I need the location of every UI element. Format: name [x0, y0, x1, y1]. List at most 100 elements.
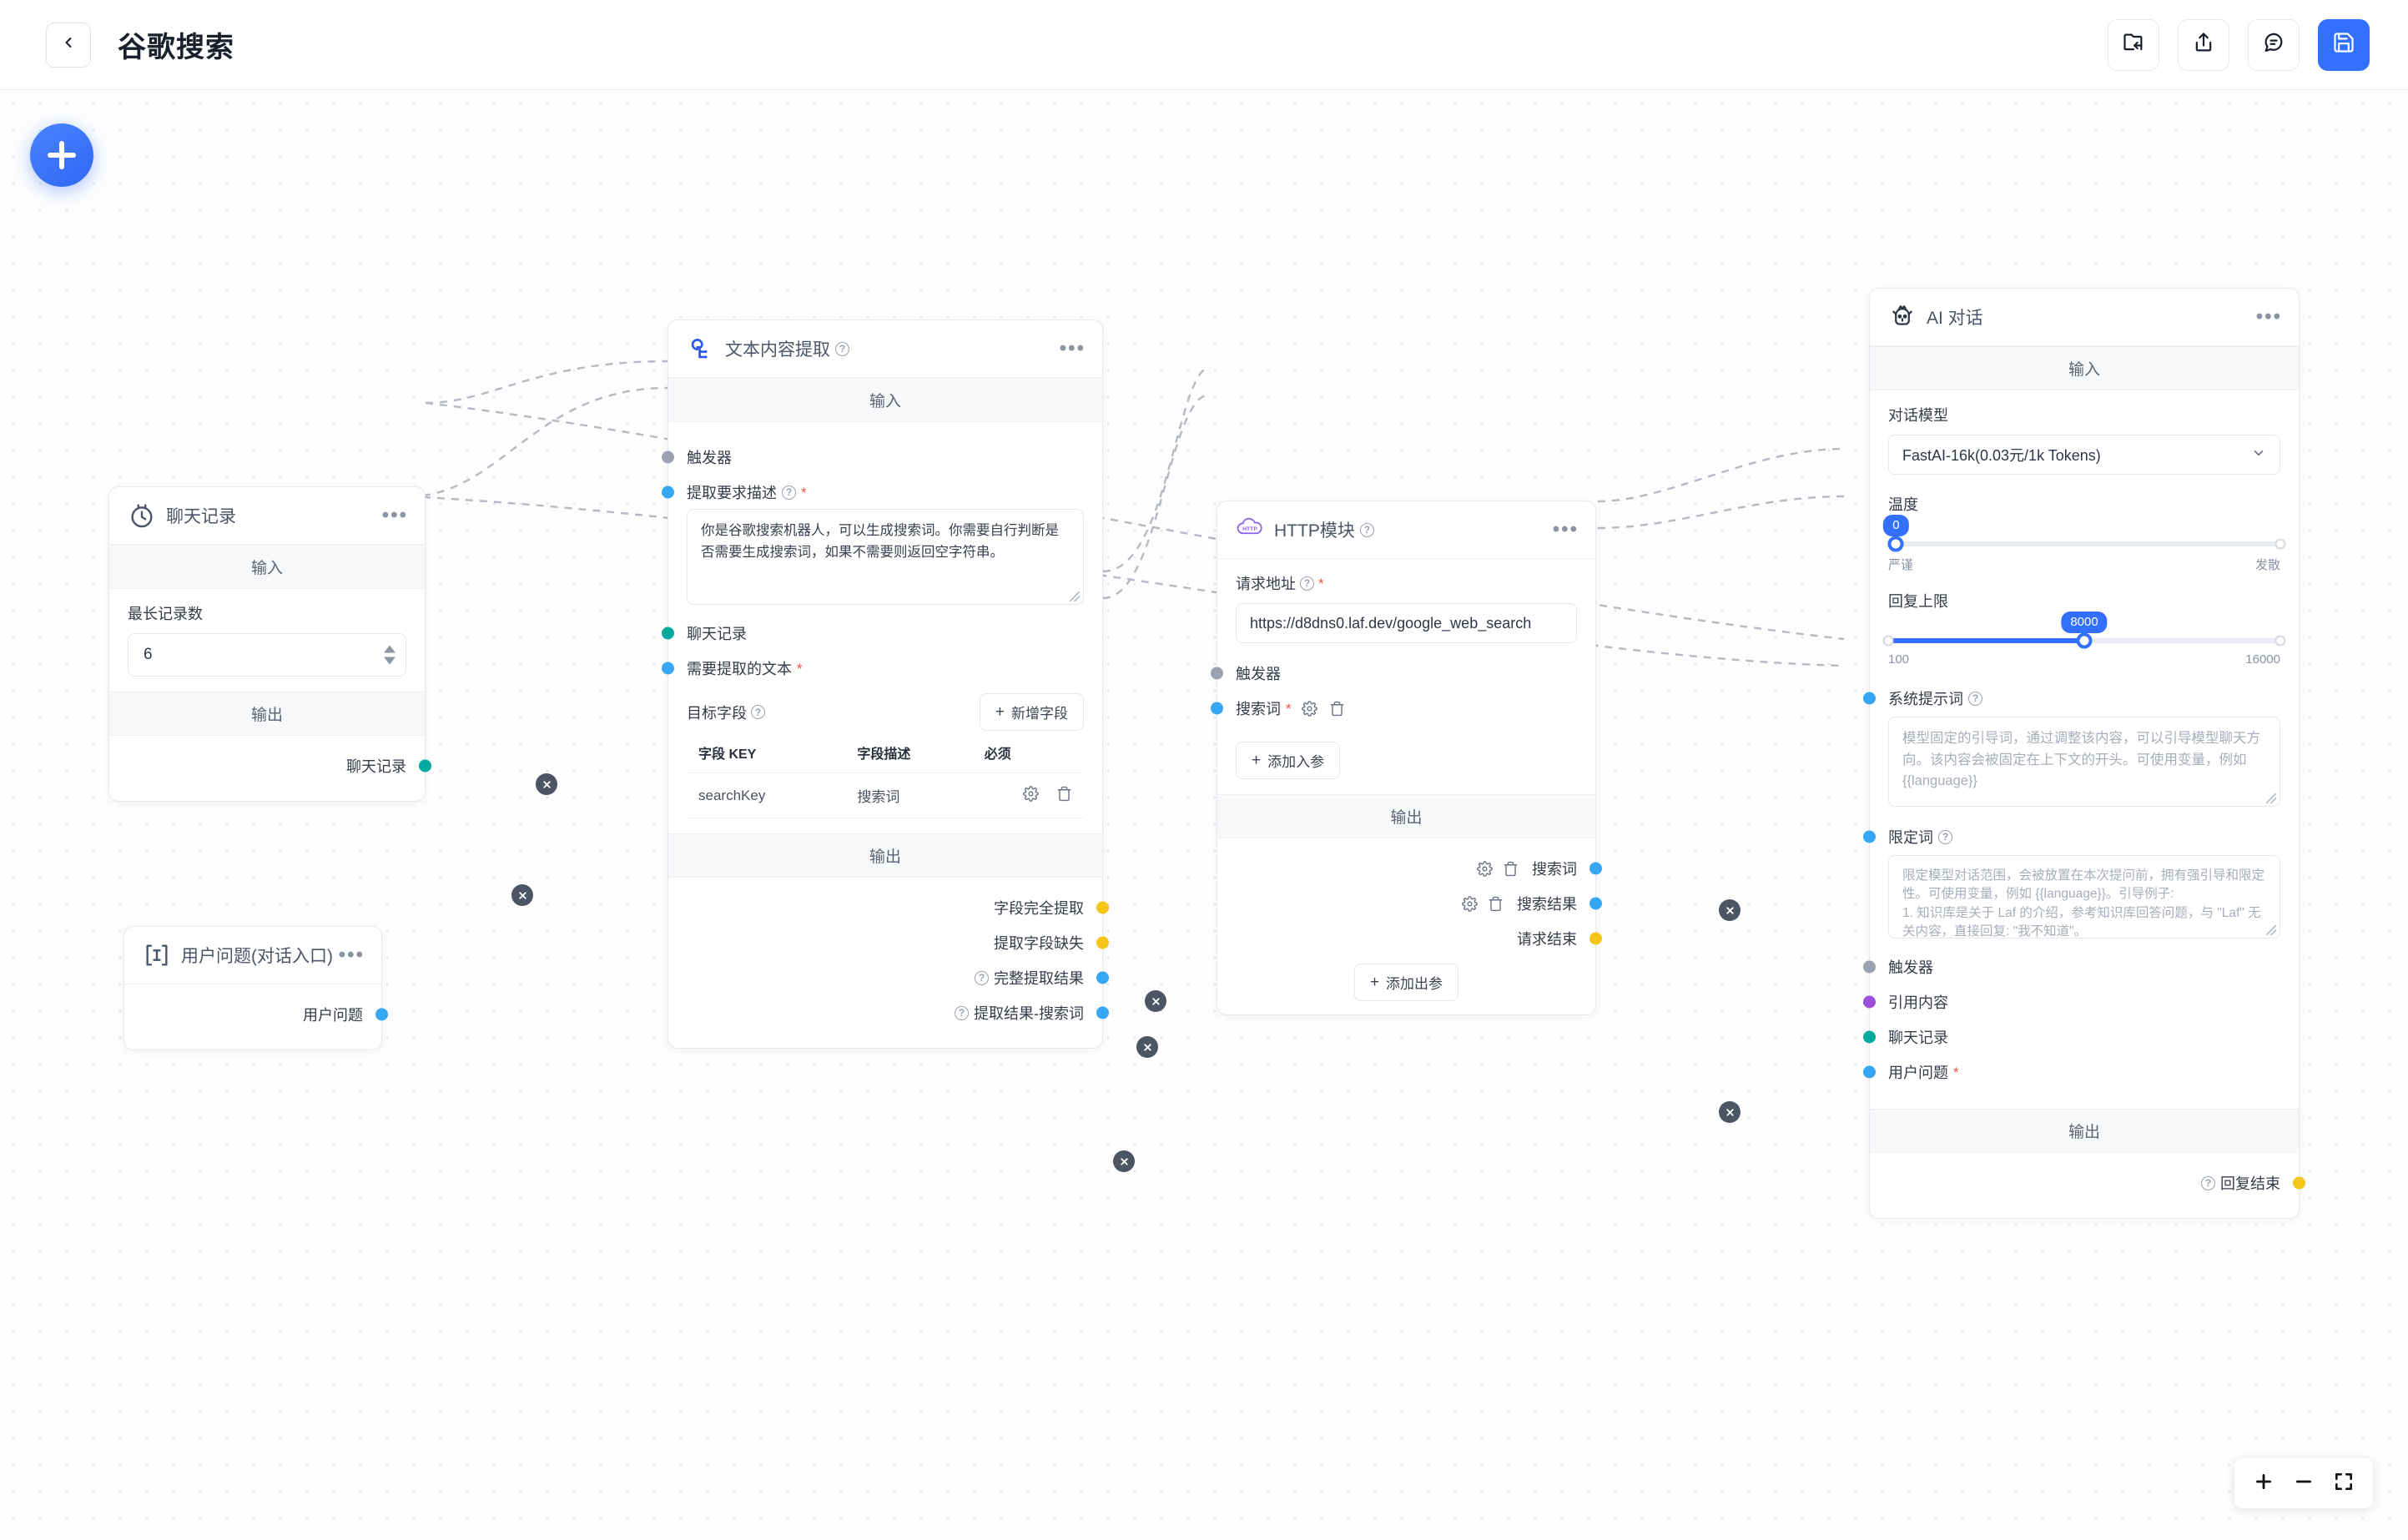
input-handle-chat-history[interactable] — [662, 627, 674, 640]
node-http-module[interactable]: HTTP HTTP模块 ? ••• 请求地址 ? * https://d8dns… — [1211, 501, 1602, 1015]
output-handle[interactable] — [2293, 1176, 2305, 1190]
node-user-question[interactable]: 用户问题(对话入口) ••• 用户问题 — [123, 926, 388, 1050]
help-icon[interactable]: ? — [955, 1005, 969, 1020]
input-handle-requirement[interactable] — [662, 486, 674, 499]
input-handle-trigger[interactable] — [1863, 960, 1876, 974]
output-row-field-complete[interactable]: 字段完全提取 — [687, 894, 1109, 921]
gear-icon[interactable] — [1023, 785, 1040, 802]
edge-delete-button[interactable] — [1719, 1101, 1741, 1123]
help-icon[interactable]: ? — [2201, 1175, 2215, 1190]
output-handle[interactable] — [1096, 936, 1109, 949]
model-select[interactable]: FastAI-16k(0.03元/1k Tokens) — [1888, 435, 2280, 475]
input-row-trigger[interactable]: 触发器 — [662, 444, 1084, 471]
input-row-system-prompt[interactable]: 系统提示词 ? — [1863, 685, 2280, 712]
edge-delete-button[interactable] — [1719, 899, 1741, 921]
import-folder-button[interactable] — [2108, 18, 2159, 71]
trash-icon[interactable] — [1503, 861, 1519, 877]
output-row-reply-end[interactable]: ? 回复结束 — [1888, 1170, 2305, 1196]
add-field-button[interactable]: + 新增字段 — [979, 693, 1084, 731]
output-handle[interactable] — [1589, 897, 1602, 910]
help-icon[interactable]: ? — [835, 341, 849, 356]
edge-delete-button[interactable] — [1136, 1036, 1158, 1058]
input-row-qualifier[interactable]: 限定词 ? — [1863, 823, 2280, 850]
input-handle-user-question[interactable] — [1863, 1065, 1876, 1079]
output-row-chat-history[interactable]: 聊天记录 — [128, 752, 431, 779]
add-node-button[interactable] — [30, 123, 93, 187]
trash-icon[interactable] — [1056, 786, 1072, 802]
input-row-user-question[interactable]: 用户问题 * — [1863, 1059, 2280, 1085]
output-row-search-result[interactable]: 搜索结果 — [1236, 890, 1602, 917]
qualifier-textarea[interactable]: 限定模型对话范围，会被放置在本次提问前，拥有强引导和限定性。可使用变量，例如 {… — [1888, 855, 2280, 939]
add-input-param-button[interactable]: + 添加入参 — [1236, 742, 1341, 779]
help-icon[interactable]: ? — [751, 705, 765, 719]
input-handle-trigger[interactable] — [662, 450, 674, 464]
input-row-chat-history[interactable]: 聊天记录 — [662, 620, 1084, 647]
zoom-out-button[interactable] — [2288, 1467, 2320, 1499]
trash-icon[interactable] — [1329, 701, 1345, 717]
output-row-search-key[interactable]: 搜索词 — [1236, 855, 1602, 882]
table-row[interactable]: searchKey 搜索词 — [687, 773, 1084, 818]
export-button[interactable] — [2178, 18, 2229, 71]
input-handle-quote-content[interactable] — [1863, 995, 1876, 1009]
output-handle[interactable] — [419, 759, 431, 773]
input-handle-source-text[interactable] — [662, 662, 674, 675]
max-tokens-slider[interactable]: 8000 100 16000 — [1882, 611, 2286, 667]
input-handle-search-key[interactable] — [1211, 702, 1223, 715]
edge-delete-button[interactable] — [1113, 1150, 1135, 1172]
node-chat-history[interactable]: 聊天记录 ••• 输入 最长记录数 6 输出 聊天记录 — [108, 486, 431, 802]
output-handle[interactable] — [1096, 901, 1109, 914]
output-row-field-missing[interactable]: 提取字段缺失 — [687, 929, 1109, 956]
stepper-up-icon[interactable] — [384, 645, 395, 653]
save-button[interactable] — [2318, 18, 2370, 71]
system-prompt-textarea[interactable]: 模型固定的引导词，通过调整该内容，可以引导模型聊天方向。该内容会被固定在上下文的… — [1888, 717, 2280, 807]
node-ai-chat[interactable]: AI 对话 ••• 输入 对话模型 FastAI-16k(0.03元/1k To… — [1863, 288, 2305, 1219]
input-handle-qualifier[interactable] — [1863, 830, 1876, 843]
edge-delete-button[interactable] — [536, 773, 557, 795]
flow-canvas[interactable]: 聊天记录 ••• 输入 最长记录数 6 输出 聊天记录 — [0, 90, 2408, 1540]
input-row-chat-history[interactable]: 聊天记录 — [1863, 1024, 2280, 1050]
slider-rail[interactable] — [1887, 536, 2286, 552]
node-menu-button[interactable]: ••• — [2255, 305, 2282, 328]
edge-delete-button[interactable] — [1145, 990, 1166, 1012]
input-row-source-text[interactable]: 需要提取的文本 * — [662, 655, 1084, 682]
output-row-searchkey-result[interactable]: ? 提取结果-搜索词 — [687, 999, 1109, 1026]
node-text-extract[interactable]: 文本内容提取 ? ••• 输入 触发器 提取要求描述 ? * 你是谷歌搜索机器人… — [662, 320, 1109, 1049]
input-row-trigger[interactable]: 触发器 — [1211, 660, 1577, 687]
output-handle[interactable] — [1589, 862, 1602, 875]
max-records-input[interactable]: 6 — [128, 633, 406, 677]
help-icon[interactable]: ? — [975, 970, 989, 985]
help-icon[interactable]: ? — [1938, 829, 1952, 844]
output-handle[interactable] — [1096, 1006, 1109, 1019]
requirement-textarea[interactable]: 你是谷歌搜索机器人，可以生成搜索词。你需要自行判断是否需要生成搜索词，如果不需要… — [687, 509, 1084, 605]
output-row-user-question[interactable]: 用户问题 — [143, 1001, 388, 1028]
edge-delete-button[interactable] — [511, 884, 533, 906]
node-menu-button[interactable]: ••• — [338, 944, 365, 966]
gear-icon[interactable] — [1477, 860, 1493, 877]
output-row-request-end[interactable]: 请求结束 — [1236, 925, 1602, 952]
stepper-down-icon[interactable] — [384, 657, 395, 665]
slider-knob[interactable] — [2076, 632, 2093, 649]
gear-icon[interactable] — [1462, 895, 1478, 912]
input-handle-chat-history[interactable] — [1863, 1030, 1876, 1044]
slider-rail[interactable] — [1882, 632, 2286, 649]
input-row-quote-content[interactable]: 引用内容 — [1863, 989, 2280, 1015]
temperature-slider[interactable]: 0 严谨 发散 — [1883, 515, 2286, 573]
help-icon[interactable]: ? — [1359, 522, 1374, 537]
slider-knob[interactable] — [1887, 536, 1904, 552]
input-row-trigger[interactable]: 触发器 — [1863, 954, 2280, 980]
node-menu-button[interactable]: ••• — [1059, 337, 1086, 360]
node-menu-button[interactable]: ••• — [1552, 518, 1579, 541]
number-stepper[interactable] — [384, 645, 395, 665]
trash-icon[interactable] — [1488, 896, 1504, 912]
help-icon[interactable]: ? — [782, 485, 796, 500]
output-handle[interactable] — [375, 1008, 388, 1021]
input-handle-system-prompt[interactable] — [1863, 692, 1876, 705]
help-icon[interactable]: ? — [1968, 691, 1982, 706]
add-output-param-button[interactable]: + 添加出参 — [1353, 964, 1459, 1001]
help-icon[interactable]: ? — [1300, 576, 1314, 591]
back-button[interactable] — [46, 22, 91, 68]
url-input[interactable]: https://d8dns0.laf.dev/google_web_search — [1236, 603, 1577, 643]
output-row-full-result[interactable]: ? 完整提取结果 — [687, 964, 1109, 991]
output-handle[interactable] — [1096, 971, 1109, 984]
input-row-search-key[interactable]: 搜索词 * — [1211, 695, 1577, 722]
